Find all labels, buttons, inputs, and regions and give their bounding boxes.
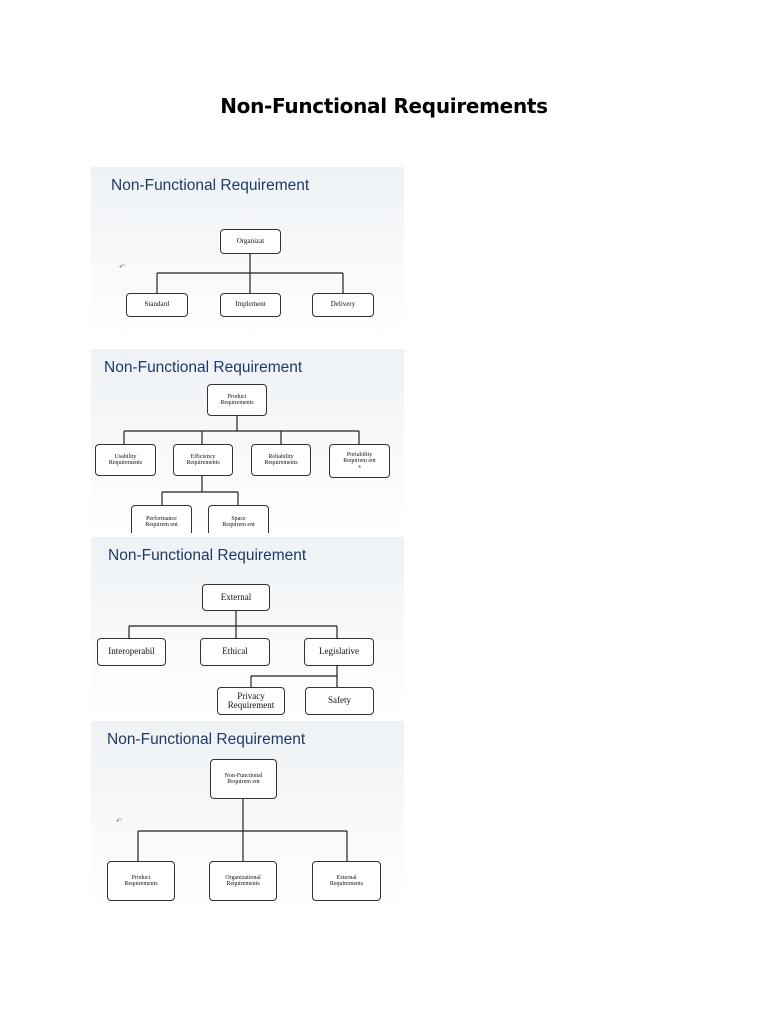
slide-4-connectors	[137, 799, 348, 861]
root-node: Product Requirements	[207, 384, 267, 416]
child-node-organizational: Organizational Requirements	[209, 861, 277, 901]
root-node: External	[202, 584, 270, 611]
root-node: Non-Functional Requirem ent	[210, 759, 277, 799]
slide-title: Non-Functional Requirement	[111, 177, 310, 194]
cursor-icon: ↶	[119, 264, 125, 271]
diagram-slide-external: Non-Functional Requirement External Inte…	[91, 537, 404, 718]
root-node: Organizat	[220, 229, 281, 254]
sub-node-performance: Performance Requirem ent	[131, 505, 192, 533]
child-node-legislative: Legislative	[304, 638, 374, 666]
sub-node-safety: Safety	[305, 687, 374, 715]
child-node-interoperability: Interoperabil	[97, 638, 166, 666]
child-node-ethical: Ethical	[200, 638, 270, 666]
sub-node-privacy: Privacy Requirement	[217, 687, 285, 715]
diagram-slide-organizational: Non-Functional Requirement Organizat Sta…	[91, 167, 404, 337]
diagram-slide-product: Non-Functional Requirement Product Requi…	[91, 349, 404, 533]
diagram-slide-overview: Non-Functional Requirement Non-Functiona…	[91, 721, 404, 907]
slide-title: Non-Functional Requirement	[108, 547, 307, 564]
cursor-icon: ↶	[116, 818, 122, 825]
sub-node-space: Space Requirem ent	[208, 505, 269, 533]
slide-3-connectors	[128, 611, 338, 687]
child-node-reliability: Reliability Requirements	[251, 444, 311, 476]
slide-2-connectors	[123, 416, 360, 505]
child-node-delivery: Delivery	[312, 293, 374, 317]
child-node-efficiency: Efficiency Requirements	[173, 444, 233, 476]
child-node-external: External Requirements	[312, 861, 381, 901]
child-node-implement: Implement	[220, 293, 281, 317]
document-title: Non-Functional Requirements	[220, 94, 548, 118]
slide-title: Non-Functional Requirement	[104, 359, 303, 376]
child-node-usability: Usability Requirements	[95, 444, 156, 476]
child-node-standard: Standard	[126, 293, 188, 317]
child-node-portability: Portability Requirem ent s	[329, 444, 390, 478]
slide-title: Non-Functional Requirement	[107, 731, 306, 748]
child-node-product: Product Requirements	[107, 861, 175, 901]
slide-1-connectors	[156, 254, 344, 293]
